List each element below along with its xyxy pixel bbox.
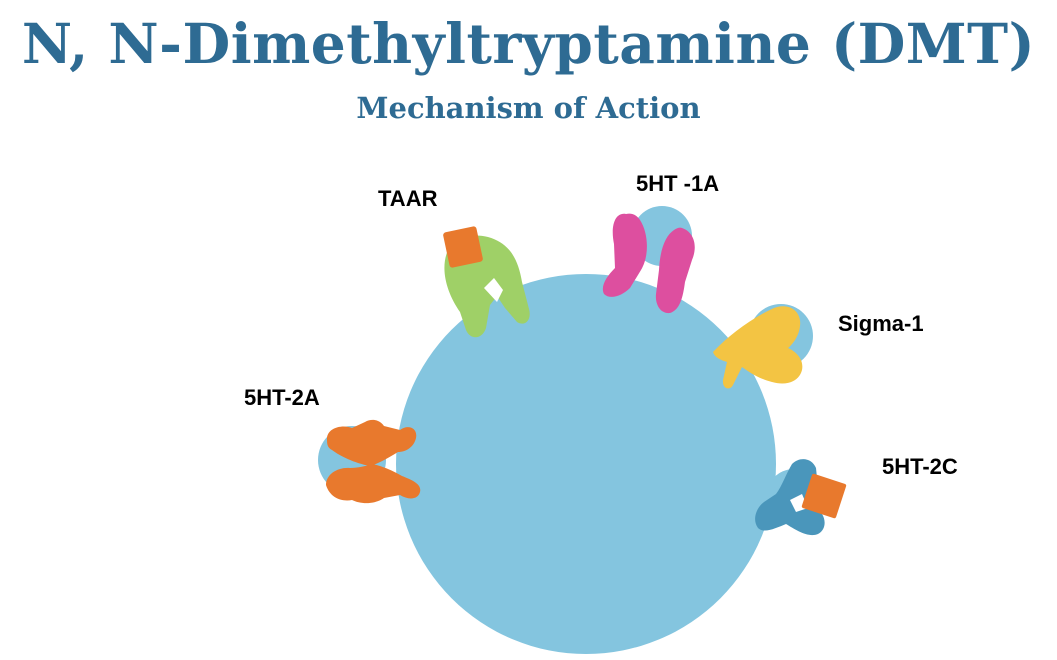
label-sigma1: Sigma-1 bbox=[838, 311, 924, 336]
5ht1a-left-lobe bbox=[602, 213, 647, 297]
5ht2c-ligand bbox=[801, 473, 847, 519]
taar-receptor-notch bbox=[484, 278, 503, 302]
5ht2a-upper-half bbox=[326, 419, 417, 466]
5ht1a-receptor bbox=[602, 213, 695, 314]
label-5ht1a: 5HT -1A bbox=[636, 171, 719, 196]
label-5ht2a: 5HT-2A bbox=[244, 385, 320, 410]
diagram-title: N, N-Dimethyltryptamine (DMT) bbox=[21, 11, 1036, 76]
5ht2c-receptor-shape bbox=[755, 459, 825, 536]
taar-receptor bbox=[443, 226, 530, 338]
label-taar: TAAR bbox=[378, 186, 438, 211]
diagram-subtitle: Mechanism of Action bbox=[356, 91, 701, 125]
5ht2c-receptor bbox=[755, 459, 847, 536]
cell-body bbox=[396, 274, 776, 654]
taar-ligand bbox=[443, 226, 483, 268]
sigma1-receptor bbox=[713, 306, 803, 389]
5ht2a-lower-half bbox=[326, 464, 421, 504]
5ht2a-receptor bbox=[326, 419, 421, 504]
label-5ht2c: 5HT-2C bbox=[882, 454, 958, 479]
5ht1a-right-lobe bbox=[655, 227, 695, 314]
